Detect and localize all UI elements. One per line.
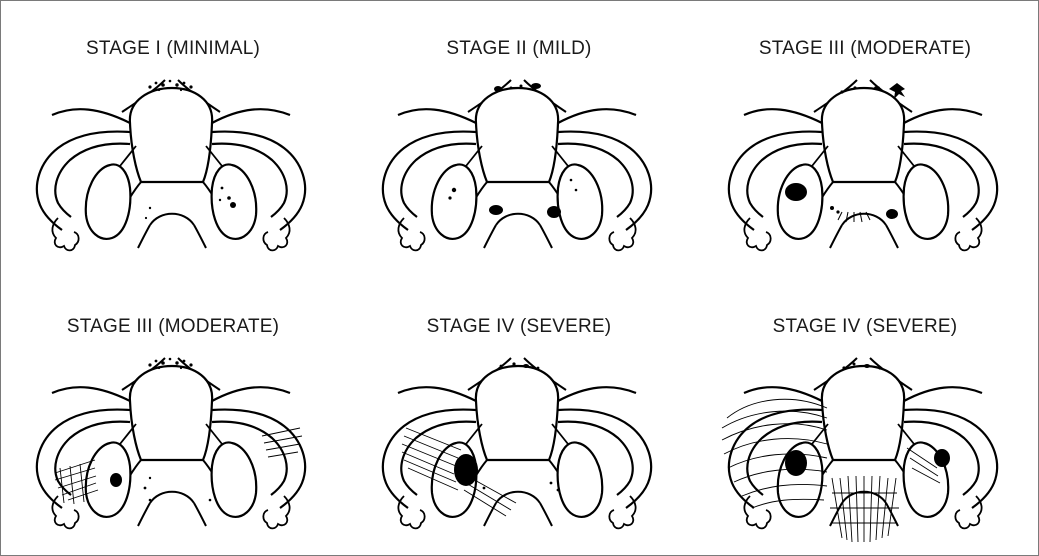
uterus-illustration [0,0,346,278]
uterus-illustration [346,0,692,278]
uterus-illustration [692,278,1038,556]
uterus-illustration [346,278,692,556]
uterus-illustration [692,0,1038,278]
panel-stage-1: STAGE I (MINIMAL) [0,0,346,278]
panel-stage-3b: STAGE III (MODERATE) [0,278,346,556]
uterus-illustration [0,278,346,556]
panel-stage-4b: STAGE IV (SEVERE) [692,278,1038,556]
panel-stage-4: STAGE IV (SEVERE) [346,278,692,556]
panel-stage-2: STAGE II (MILD) [346,0,692,278]
panel-stage-3: STAGE III (MODERATE) [692,0,1038,278]
